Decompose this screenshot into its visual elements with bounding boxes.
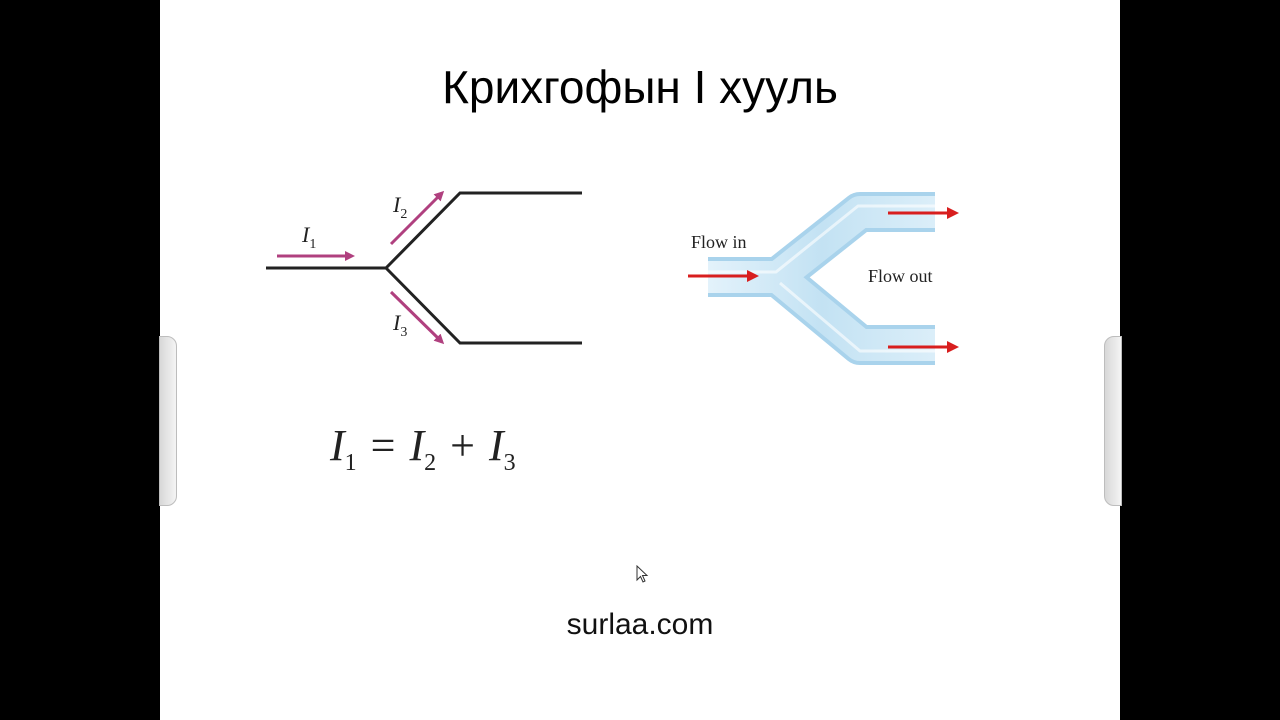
- label-i1: I1: [301, 222, 316, 252]
- next-slide-tab[interactable]: [1104, 336, 1122, 506]
- eq-i2: I2: [409, 421, 437, 476]
- slide: Крихгофын I хууль I1 I2 I3: [160, 0, 1120, 720]
- pipe-highlight: [708, 204, 935, 353]
- kirchhoff-equation: I1 = I2 + I3: [330, 420, 516, 477]
- current-i2-arrow: [389, 190, 445, 246]
- wire-lower-branch: [384, 266, 582, 345]
- flow-out-label: Flow out: [868, 266, 933, 286]
- eq-i3: I3: [488, 421, 516, 476]
- wire-upper-branch: [384, 191, 582, 270]
- kirchhoff-diagrams: I1 I2 I3 Flow in Flow out: [266, 190, 959, 365]
- eq-plus: +: [450, 421, 475, 470]
- eq-equals: =: [370, 421, 396, 470]
- circuit-junction: I1 I2 I3: [266, 190, 582, 345]
- flow-in-label: Flow in: [691, 232, 747, 252]
- label-i2: I2: [392, 192, 407, 222]
- eq-i1: I1: [330, 421, 357, 476]
- prev-slide-tab[interactable]: [159, 336, 177, 506]
- flow-diagram: Flow in Flow out: [688, 192, 959, 365]
- mouse-cursor-icon: [636, 565, 649, 583]
- current-i3-arrow: [389, 290, 445, 345]
- label-i3: I3: [392, 310, 407, 340]
- footer-url: surlaa.com: [566, 608, 714, 641]
- slide-title: Крихгофын I хууль: [442, 61, 838, 113]
